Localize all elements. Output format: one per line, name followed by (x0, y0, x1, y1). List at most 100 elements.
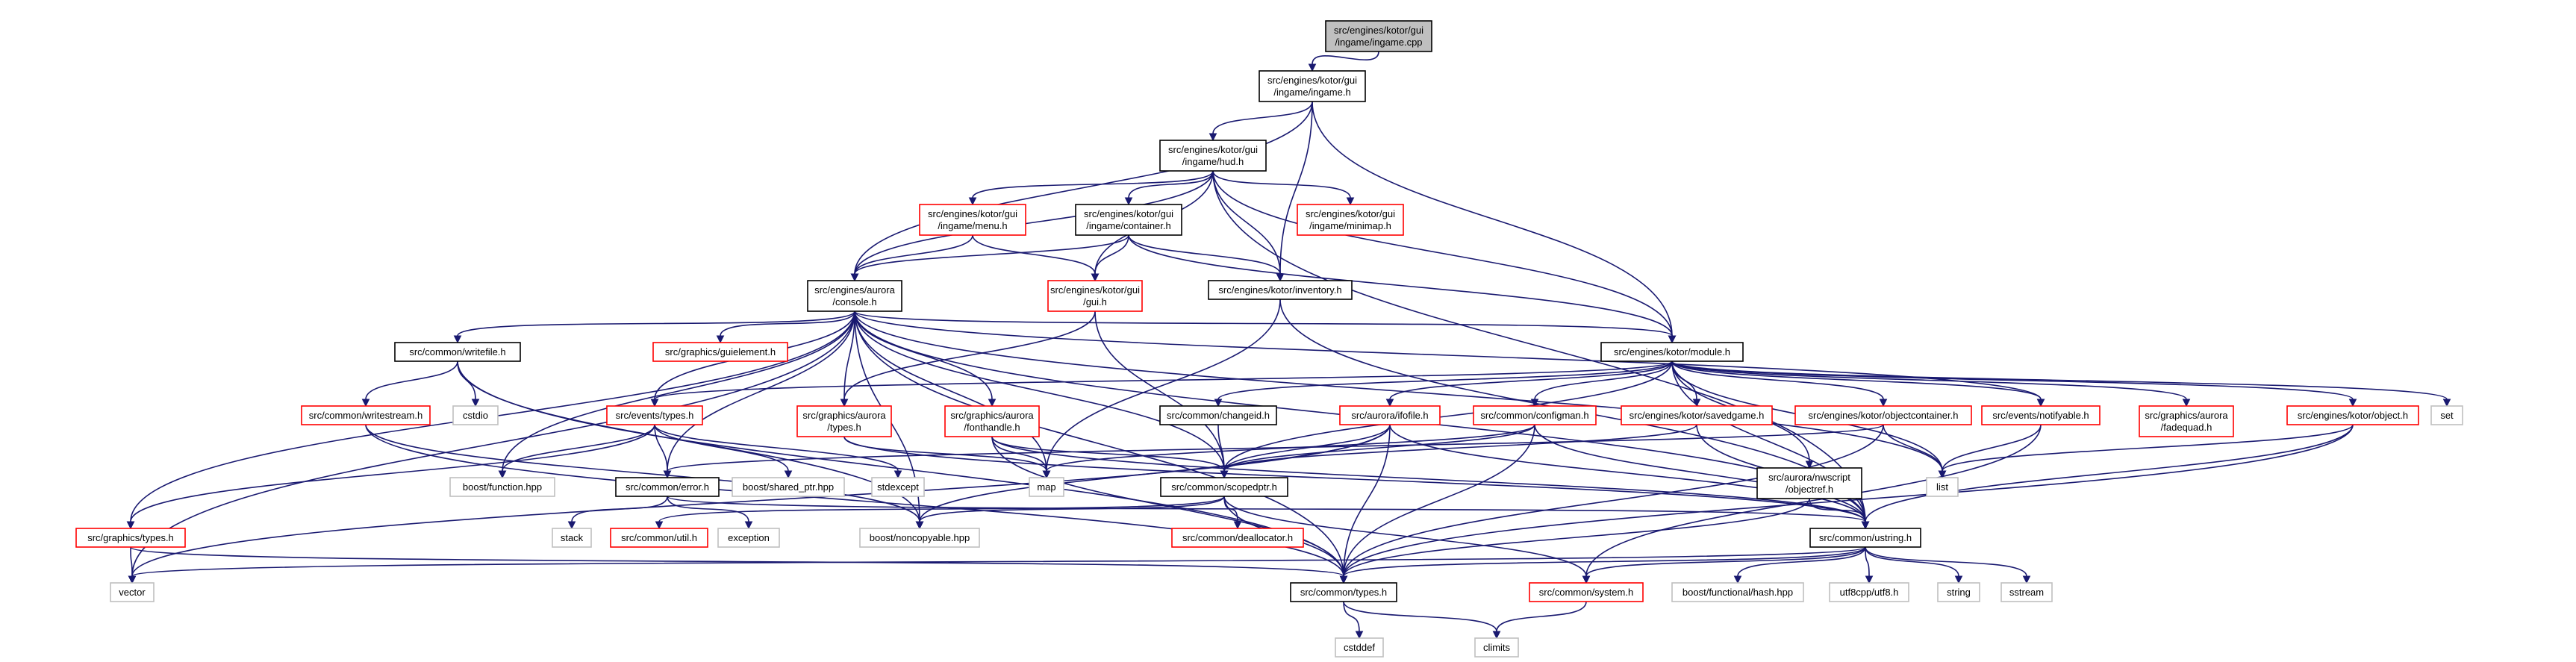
node-src-common-scopedptr-h[interactable]: src/common/scopedptr.h (1160, 477, 1288, 497)
node-src-engines-kotor-objectcontainer-h[interactable]: src/engines/kotor/objectcontainer.h (1794, 405, 1972, 425)
node-src-engines-kotor-gui-gui-h[interactable]: src/engines/kotor/gui/gui.h (1047, 280, 1143, 312)
edge-module_h-to-notifyable_h (1671, 360, 2045, 407)
edge-writefile_h-to-cstdio (457, 360, 480, 407)
node-label: /ingame/menu.h (938, 220, 1007, 231)
nodes-layer: src/engines/kotor/gui/ingame/ingame.cpps… (75, 20, 2463, 658)
node-src-engines-kotor-gui-ingame-hud-h[interactable]: src/engines/kotor/gui/ingame/hud.h (1159, 140, 1267, 172)
node-src-common-writestream-h[interactable]: src/common/writestream.h (301, 405, 431, 425)
edge-arrowhead (744, 521, 753, 530)
edge-module_h-to-fadequad_h (1671, 360, 2191, 407)
node-src-common-changeid-h[interactable]: src/common/changeid.h (1159, 405, 1277, 425)
edge-arrowhead (1042, 470, 1051, 479)
node-src-engines-kotor-module-h[interactable]: src/engines/kotor/module.h (1600, 342, 1744, 362)
node-label: /ingame/ingame.cpp (1335, 37, 1422, 48)
node-label: cstdio (463, 410, 488, 421)
node-src-engines-kotor-inventory-h[interactable]: src/engines/kotor/inventory.h (1208, 280, 1353, 300)
node-src-engines-aurora-console-h[interactable]: src/engines/aurora/console.h (807, 280, 902, 312)
node-label: src/graphics/aurora (802, 410, 886, 421)
edge-notifyable_h-to-list (1938, 424, 2042, 479)
node-label: src/common/changeid.h (1167, 410, 1270, 421)
node-label: src/events/types.h (616, 410, 694, 421)
edge-line (1883, 424, 1943, 472)
edge-line (130, 546, 133, 577)
node-box (919, 204, 1026, 236)
edge-line (843, 310, 1096, 400)
node-box (944, 405, 1040, 437)
node-src-common-deallocator-h[interactable]: src/common/deallocator.h (1171, 528, 1304, 548)
edge-objectcontainer_h-to-list (1883, 424, 1947, 479)
node-src-graphics-guielement-h[interactable]: src/graphics/guielement.h (652, 342, 788, 362)
node-set: set (2430, 405, 2463, 425)
node-label: src/aurora/ifofile.h (1351, 410, 1428, 421)
node-label: /console.h (832, 296, 876, 307)
node-src-engines-kotor-gui-ingame-ingame-cpp[interactable]: src/engines/kotor/gui/ingame/ingame.cpp (1325, 20, 1432, 52)
node-src-aurora-ifofile-h[interactable]: src/aurora/ifofile.h (1339, 405, 1441, 425)
edge-arrowhead (2442, 399, 2451, 407)
edge-ingame_h-to-hud_h (1209, 101, 1313, 142)
edge-ustring_h-to-system_h (1582, 546, 1866, 584)
node-src-common-error-h[interactable]: src/common/error.h (615, 477, 720, 497)
node-src-events-types-h[interactable]: src/events/types.h (606, 405, 703, 425)
edge-events_types_h-to-graphics_types_h (126, 424, 655, 530)
node-src-graphics-types-h[interactable]: src/graphics/types.h (75, 528, 186, 548)
node-src-common-writefile-h[interactable]: src/common/writefile.h (394, 342, 521, 362)
node-label: src/graphics/aurora (950, 410, 1034, 421)
edge-line (1223, 424, 1535, 472)
edge-line (1212, 170, 1351, 199)
node-utf8cpp-utf8-h: utf8cpp/utf8.h (1829, 582, 1909, 602)
edge-module_h-to-changeid_h (1214, 360, 1673, 407)
node-src-graphics-aurora-fonthandle-h[interactable]: src/graphics/aurora/fonthandle.h (944, 405, 1040, 437)
node-box (1047, 280, 1143, 312)
node-label: climits (1483, 642, 1511, 653)
node-src-common-util-h[interactable]: src/common/util.h (610, 528, 708, 548)
node-src-common-system-h[interactable]: src/common/system.h (1529, 582, 1644, 602)
edge-line (1312, 51, 1379, 65)
node-label: src/common/writestream.h (309, 410, 422, 421)
node-label: boost/functional/hash.hpp (1682, 587, 1793, 598)
edge-arrowhead (1214, 399, 1223, 407)
edge-hud_h-to-menu_h (968, 170, 1214, 206)
node-cstdio: cstdio (452, 405, 499, 425)
edge-line (991, 436, 1225, 472)
node-src-events-notifyable-h[interactable]: src/events/notifyable.h (1981, 405, 2101, 425)
node-src-engines-kotor-gui-ingame-ingame-h[interactable]: src/engines/kotor/gui/ingame/ingame.h (1259, 70, 1366, 102)
node-box (1160, 477, 1288, 497)
node-src-engines-kotor-gui-ingame-menu-h[interactable]: src/engines/kotor/gui/ingame/menu.h (919, 204, 1026, 236)
node-label: src/common/scopedptr.h (1171, 481, 1277, 493)
edge-hud_h-to-inventory_h (1212, 170, 1285, 282)
edge-line (502, 310, 855, 472)
edge-line (1223, 424, 1391, 472)
edge-arrowhead (2022, 575, 2031, 584)
edge-line (654, 360, 1673, 400)
node-src-engines-kotor-savedgame-h[interactable]: src/engines/kotor/savedgame.h (1621, 405, 1773, 425)
node-src-aurora-nwscript-objectref-h[interactable]: src/aurora/nwscript/objectref.h (1756, 467, 1862, 499)
node-label: src/engines/kotor/gui (928, 208, 1017, 219)
node-src-engines-kotor-object-h[interactable]: src/engines/kotor/object.h (2286, 405, 2419, 425)
edge-line (854, 310, 2042, 400)
node-box (1029, 477, 1064, 497)
node-src-common-types-h[interactable]: src/common/types.h (1290, 582, 1397, 602)
node-src-engines-kotor-gui-ingame-minimap-h[interactable]: src/engines/kotor/gui/ingame/minimap.h (1297, 204, 1404, 236)
edge-writefile_h-to-common_types_h (457, 360, 1348, 584)
edge-arrowhead (1861, 521, 1870, 530)
node-label: src/common/deallocator.h (1182, 532, 1293, 543)
edge-arrowhead (1355, 631, 1364, 640)
edge-line (854, 170, 1214, 275)
edge-line (1343, 601, 1497, 632)
node-src-common-ustring-h[interactable]: src/common/ustring.h (1809, 528, 1921, 548)
node-src-common-configman-h[interactable]: src/common/configman.h (1473, 405, 1597, 425)
edge-container_h-to-gui_h (1091, 234, 1129, 282)
edge-arrowhead (1339, 575, 1348, 584)
edge-nwscript_objectref_h-to-ustring_h (1809, 498, 1870, 530)
node-box (1171, 528, 1304, 548)
edge-nwscript_objectref_h-to-common_types_h (1339, 498, 1810, 584)
edge-line (1737, 546, 1866, 577)
edge-line (654, 424, 668, 472)
edge-events_types_h-to-stdexcept (654, 424, 902, 479)
node-src-graphics-aurora-types-h[interactable]: src/graphics/aurora/types.h (796, 405, 892, 437)
node-src-graphics-aurora-fadequad-h[interactable]: src/graphics/aurora/fadequad.h (2139, 405, 2234, 437)
edge-line (1094, 234, 1129, 275)
edge-container_h-to-console_h (850, 234, 1129, 282)
node-src-engines-kotor-gui-ingame-container-h[interactable]: src/engines/kotor/gui/ingame/container.h (1075, 204, 1182, 236)
edge-line (1343, 546, 1866, 577)
